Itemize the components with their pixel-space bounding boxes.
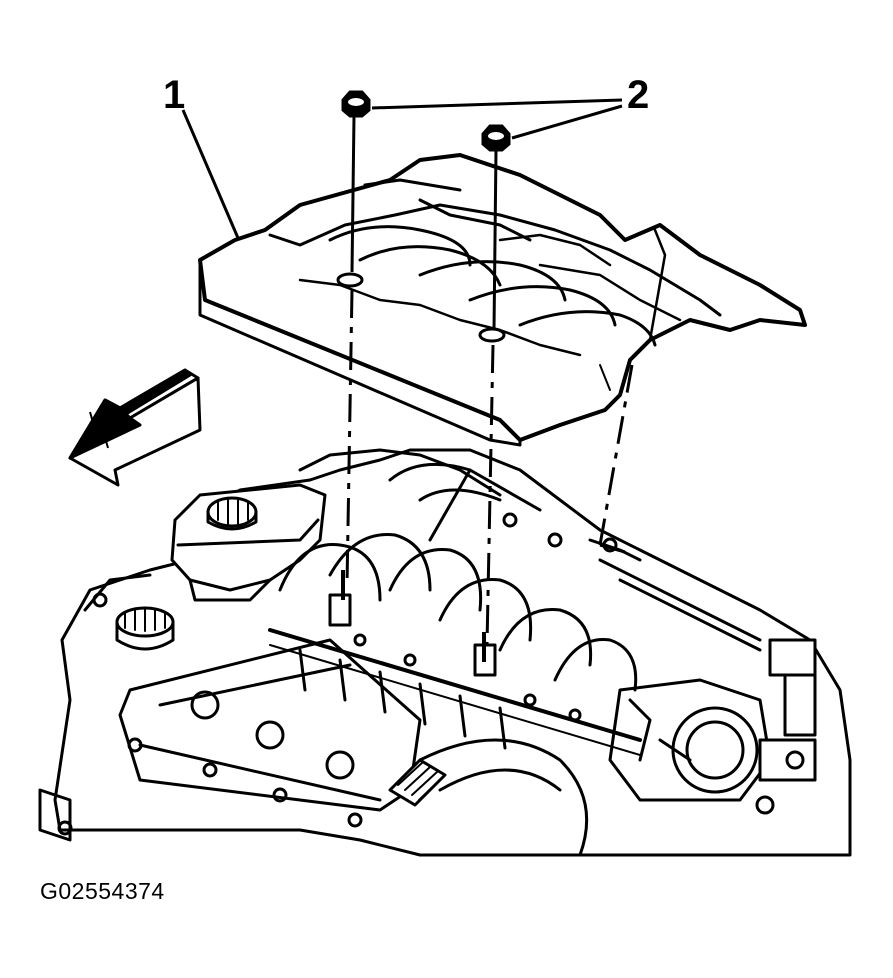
front-direction-arrow-icon [68, 368, 202, 487]
callout-2-label: 2 [627, 73, 649, 117]
engine-cover [198, 153, 807, 447]
leader-lines [181, 98, 623, 239]
alignment-lines [341, 115, 634, 662]
callout-1-label: 1 [163, 73, 185, 117]
engine-assembly [38, 448, 852, 857]
nut-icon [481, 124, 511, 152]
nut-icon [341, 90, 371, 118]
figure-id: G02554374 [40, 878, 165, 904]
